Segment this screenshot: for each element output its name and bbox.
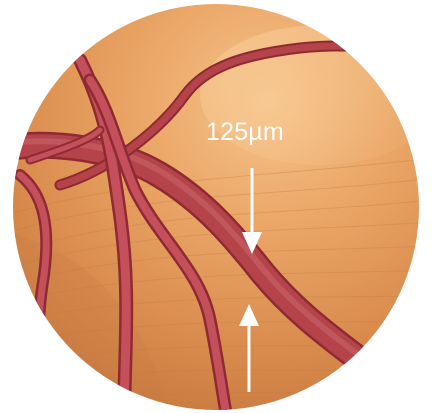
measurement-label: 125µm [206,118,284,147]
